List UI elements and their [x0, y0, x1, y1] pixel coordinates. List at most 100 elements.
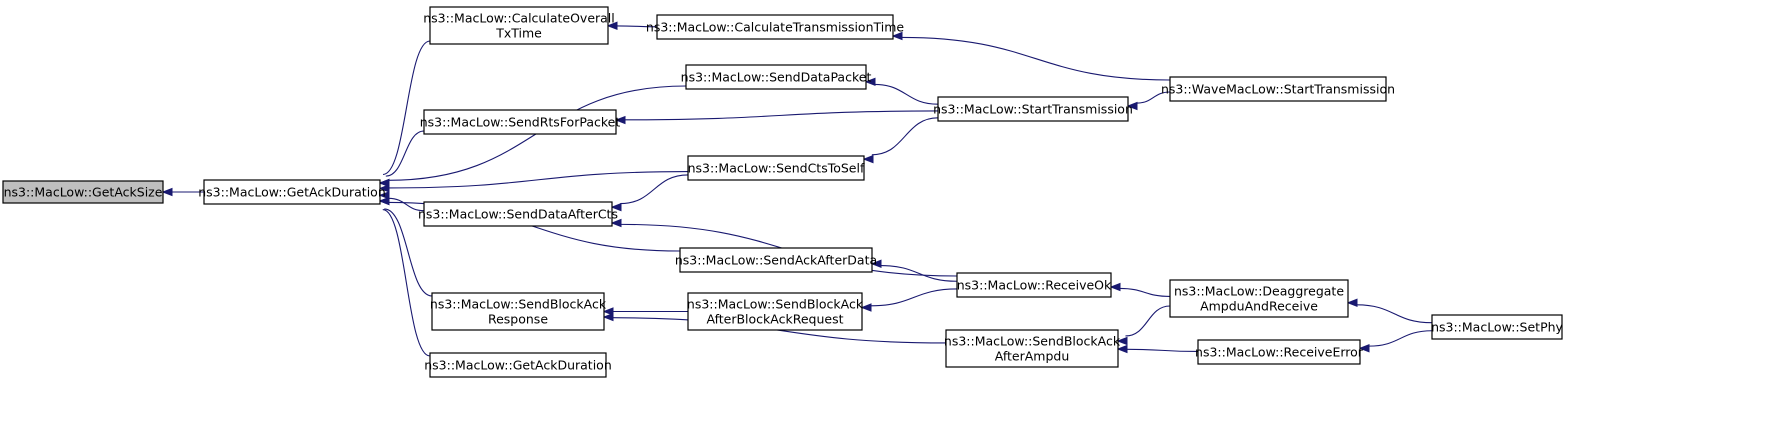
node-label: ns3::MacLow::GetAckSize — [4, 185, 163, 200]
node-n15[interactable]: ns3::MacLow::SendBlockAckAfterBlockAckRe… — [687, 292, 864, 331]
edge-line — [1125, 305, 1171, 337]
edge-line — [616, 25, 658, 28]
edge-n6-to-n7 — [614, 110, 939, 125]
node-n4[interactable]: ns3::WaveMacLow::StartTransmission — [1161, 76, 1395, 102]
edge-line — [388, 197, 425, 212]
node-label: ns3::MacLow::GetAckDuration — [198, 185, 386, 200]
edge-line — [624, 110, 939, 121]
node-n1[interactable]: ns3::MacLow::GetAckDuration — [198, 179, 386, 205]
edge-line — [874, 83, 939, 105]
node-n18[interactable]: ns3::MacLow::GetAckDuration — [424, 352, 612, 378]
node-box[interactable] — [2, 180, 164, 204]
edge-n3-to-n2 — [606, 21, 658, 30]
node-box[interactable] — [679, 247, 873, 273]
edge-n1-to-n0 — [161, 187, 205, 197]
node-n8[interactable]: ns3::MacLow::SendCtsToSelf — [687, 155, 865, 181]
edge-line — [871, 117, 939, 156]
arrow-head — [378, 178, 390, 188]
arrow-head — [378, 184, 390, 193]
arrow-head — [606, 21, 618, 30]
edge-n18-to-n1 — [378, 196, 431, 357]
edge-line — [385, 130, 425, 177]
node-n3[interactable]: ns3::MacLow::CalculateTransmissionTime — [646, 14, 905, 40]
edge-n7-to-n1 — [378, 130, 425, 188]
arrow-head — [602, 307, 614, 316]
arrow-head — [378, 191, 390, 200]
arrow-head — [1116, 344, 1128, 354]
edge-n13-to-n12 — [1346, 298, 1433, 324]
node-label: AfterBlockAckRequest — [706, 312, 843, 327]
arrow-head — [161, 187, 173, 197]
node-n9[interactable]: ns3::MacLow::SendDataAfterCts — [418, 201, 618, 227]
node-box[interactable] — [937, 96, 1129, 122]
node-box[interactable] — [656, 14, 894, 40]
node-box[interactable] — [1197, 339, 1361, 365]
node-n10[interactable]: ns3::MacLow::SendAckAfterData — [675, 247, 877, 273]
node-box[interactable] — [687, 155, 865, 181]
node-label: Response — [488, 312, 548, 327]
node-box[interactable] — [203, 179, 381, 205]
node-box[interactable] — [956, 272, 1112, 298]
arrow-head — [870, 259, 882, 268]
node-label: ns3::MacLow::SendBlockAck — [430, 297, 607, 312]
node-box[interactable] — [1169, 76, 1387, 102]
node-label: ns3::MacLow::SendCtsToSelf — [688, 161, 865, 176]
node-label: ns3::MacLow::SendRtsForPacket — [420, 115, 621, 130]
node-box[interactable] — [429, 352, 607, 378]
edge-line — [1136, 91, 1171, 104]
edge-n8-to-n1 — [378, 171, 689, 193]
edge-n8-to-n9 — [610, 174, 689, 212]
arrow-head — [614, 115, 626, 125]
edge-n9-to-n1 — [378, 191, 425, 212]
edge-n12-to-n16 — [1116, 305, 1171, 346]
node-label: AmpduAndReceive — [1200, 299, 1318, 314]
edge-line — [382, 40, 431, 176]
edge-n11-to-n10 — [870, 259, 958, 282]
arrow-head — [610, 218, 622, 228]
node-box[interactable] — [1169, 279, 1349, 318]
node-box[interactable] — [423, 109, 617, 135]
node-box[interactable] — [945, 329, 1119, 368]
edges-layer — [161, 21, 1433, 357]
edge-line — [384, 208, 433, 297]
node-label: ns3::MacLow::SendDataAfterCts — [418, 207, 618, 222]
edge-n4-to-n3 — [891, 31, 1171, 81]
node-box[interactable] — [687, 292, 863, 331]
arrow-head — [1116, 336, 1128, 346]
arrow-head — [1109, 282, 1121, 292]
edge-line — [901, 36, 1171, 81]
node-label: AfterAmpdu — [995, 349, 1070, 364]
edge-line — [880, 265, 958, 282]
node-box[interactable] — [423, 201, 613, 227]
arrow-head — [1126, 101, 1138, 111]
node-box[interactable] — [431, 292, 605, 331]
arrow-head — [864, 77, 876, 87]
node-label: ns3::MacLow::CalculateOverall — [423, 11, 615, 26]
node-n5[interactable]: ns3::MacLow::SendDataPacket — [681, 64, 872, 90]
arrow-head — [1346, 298, 1358, 308]
node-n6[interactable]: ns3::MacLow::StartTransmission — [933, 96, 1133, 122]
arrow-head — [602, 312, 614, 322]
edge-n12-to-n11 — [1109, 282, 1171, 298]
edge-n5-to-n1 — [378, 85, 687, 188]
node-n11[interactable]: ns3::MacLow::ReceiveOk — [956, 272, 1112, 298]
edge-line — [1126, 348, 1199, 353]
node-n17[interactable]: ns3::MacLow::ReceiveError — [1195, 339, 1364, 365]
node-n13[interactable]: ns3::MacLow::SetPhy — [1431, 314, 1564, 340]
edge-n13-to-n17 — [1358, 330, 1433, 353]
node-n7[interactable]: ns3::MacLow::SendRtsForPacket — [420, 109, 621, 135]
node-box[interactable] — [685, 64, 867, 90]
node-box[interactable] — [429, 6, 609, 45]
node-box[interactable] — [1431, 314, 1563, 340]
edge-line — [1368, 330, 1433, 347]
edge-n6-to-n8 — [862, 117, 939, 164]
node-n0[interactable]: ns3::MacLow::GetAckSize — [2, 180, 164, 204]
arrow-head — [862, 154, 874, 164]
arrow-head — [891, 31, 903, 41]
edge-line — [1119, 287, 1171, 298]
